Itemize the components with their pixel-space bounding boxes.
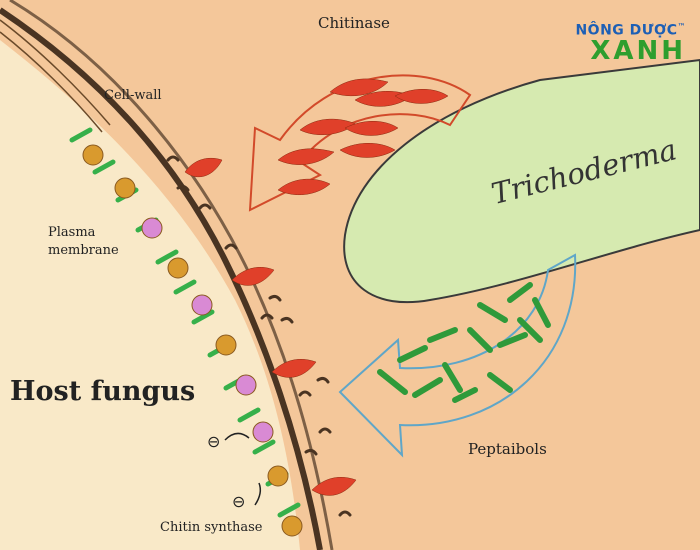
chitinase-label: Chitinase (318, 14, 390, 32)
protein-orange (82, 144, 104, 166)
plasma-label-line1: Plasma (48, 225, 96, 240)
chitinase-enzyme (339, 143, 396, 158)
protein-orange (267, 465, 289, 487)
cell-wall-line (0, 7, 323, 550)
chitinase-enzyme (277, 178, 331, 196)
plasma-label-line2: membrane (48, 243, 119, 258)
inhibit-symbol: ⊖ (232, 492, 246, 511)
inhibit-pointer (224, 432, 250, 441)
logo-line2: XANH (590, 35, 686, 66)
chitinase-enzyme (394, 89, 449, 104)
protein-orange (281, 515, 303, 537)
membrane-proteins (82, 144, 303, 537)
peptaibols-label: Peptaibols (468, 440, 547, 458)
inhibit-pointer (254, 482, 262, 506)
inhibit-symbol: ⊖ (207, 432, 221, 451)
trichoderma-hypha (343, 58, 700, 304)
brand-logo: NÔNG DƯỢC™ XANH (575, 22, 686, 66)
chitinase-enzyme (344, 121, 399, 136)
hypha-line (0, 19, 111, 126)
chitin-synthase-label: Chitin synthase (160, 520, 263, 535)
protein-pink (252, 421, 274, 443)
chitinase-enzyme (329, 78, 389, 97)
chitinase-enzyme (271, 359, 317, 378)
peptaibol-rods (377, 282, 551, 403)
chitinase-enzyme (277, 148, 335, 165)
chitinase-enzyme (231, 267, 275, 286)
protein-pink (141, 217, 163, 239)
protein-orange (167, 257, 189, 279)
chitin-fragments (166, 155, 352, 517)
chitinase-arrow (248, 74, 472, 212)
host-fungus-cytoplasm (0, 40, 300, 550)
cell-wall-label: Cell-wall (104, 88, 162, 103)
protein-orange (215, 334, 237, 356)
protein-pink (191, 294, 213, 316)
chitinase-enzyme (184, 157, 223, 178)
host-fungus-label: Host fungus (10, 376, 196, 407)
hypha-line (0, 31, 103, 133)
protein-pink (235, 374, 257, 396)
chitinase-enzyme (311, 477, 357, 496)
protein-orange (114, 177, 136, 199)
chitinase-enzymes (184, 78, 449, 496)
logo-line1: NÔNG DƯỢC™ (575, 22, 686, 39)
